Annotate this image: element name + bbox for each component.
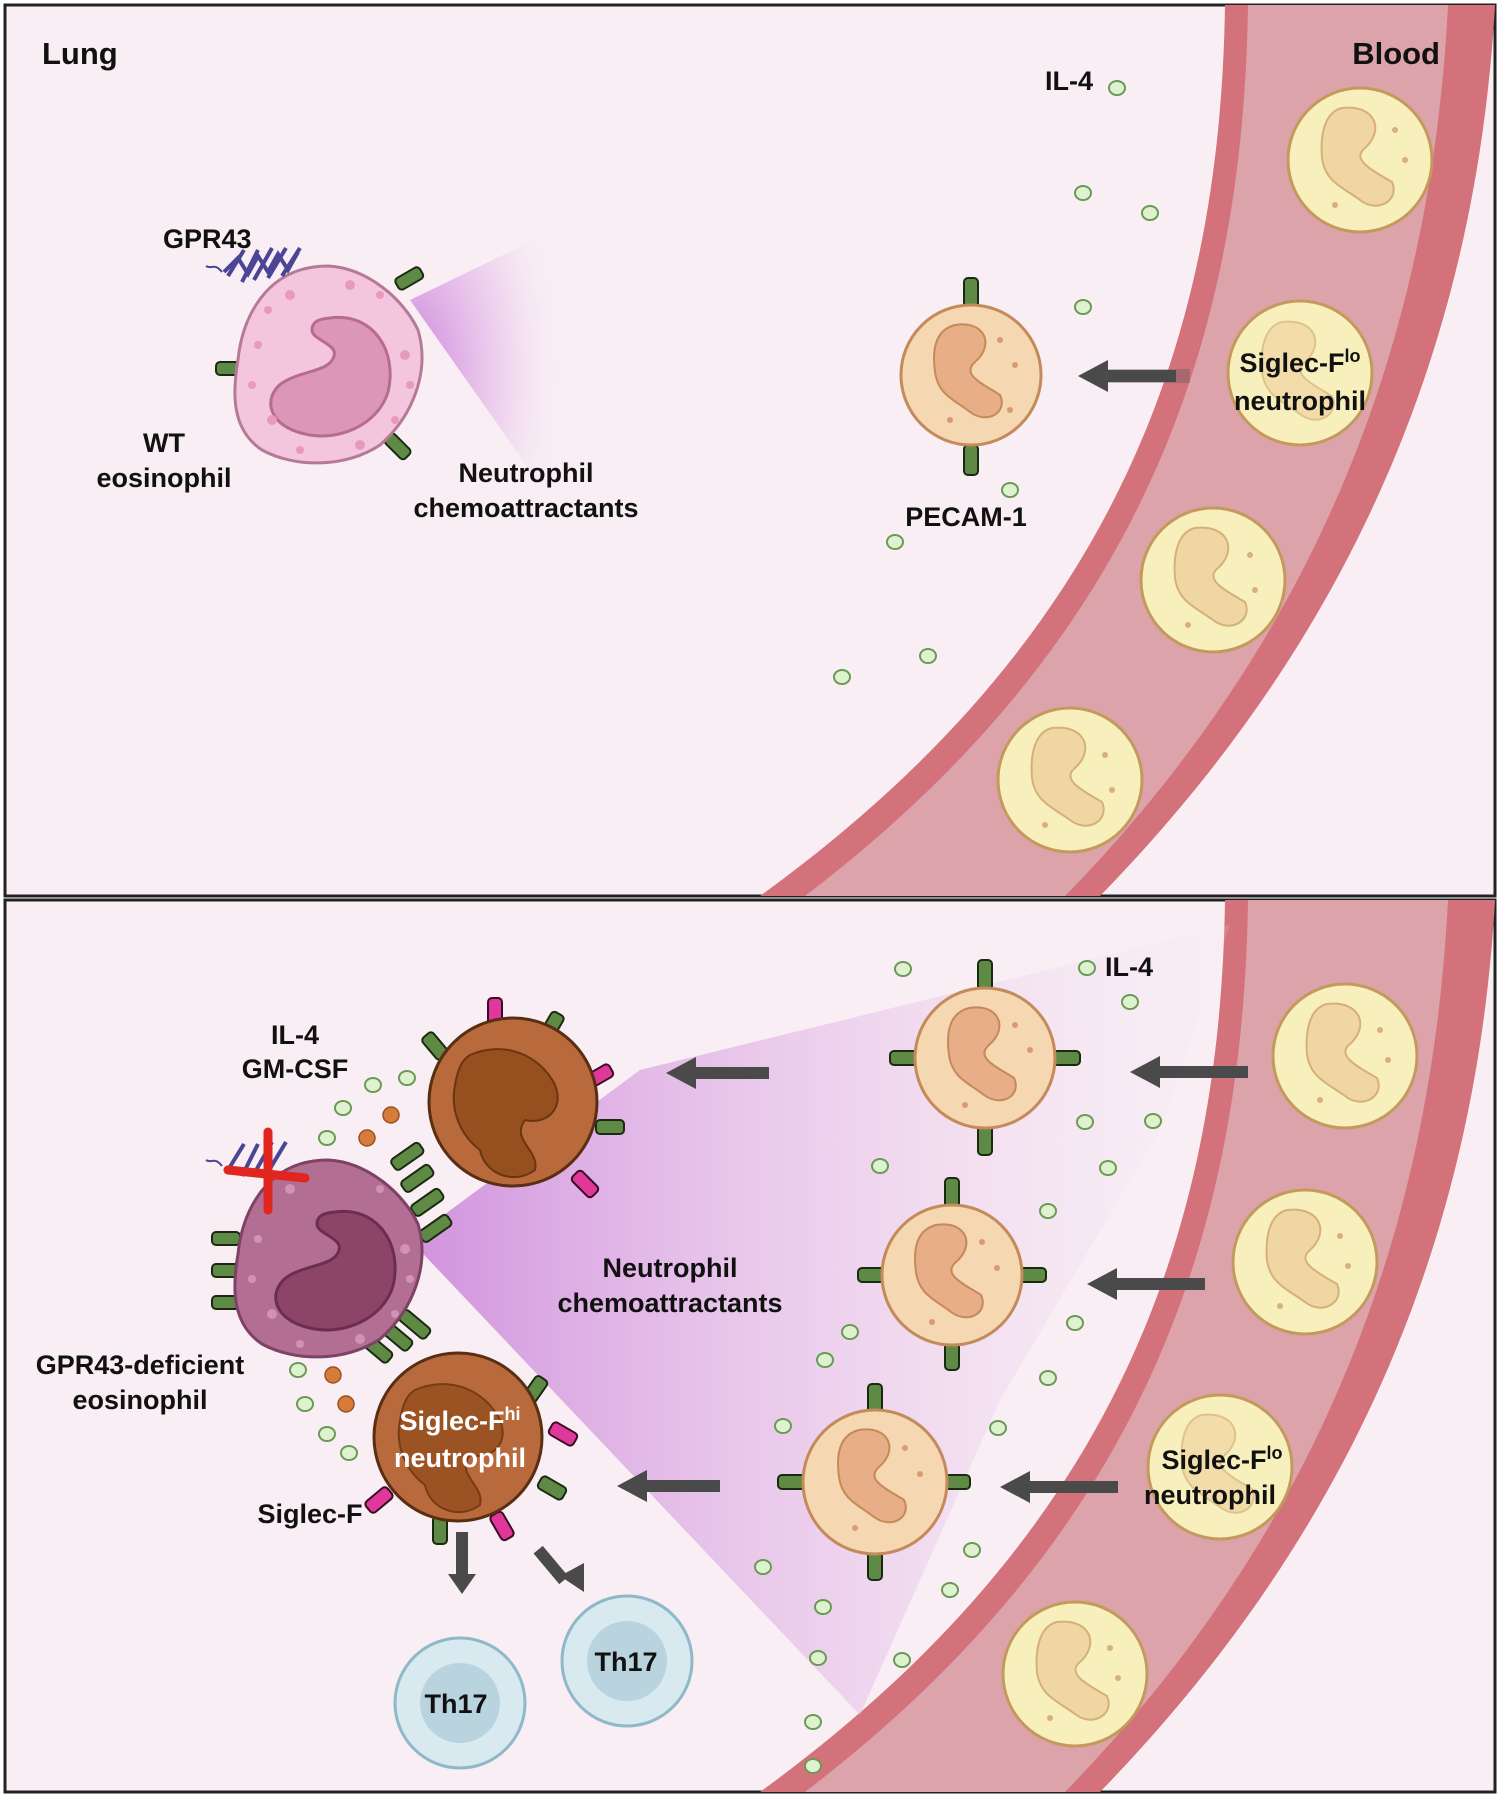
tissue-neutrophil: [889, 959, 1081, 1156]
gpr43-label: GPR43: [163, 224, 252, 254]
th17-cell: [560, 1594, 694, 1728]
activated-neutrophil: [421, 997, 625, 1199]
siglecf-lo-neutrophil-label-line2: neutrophil: [1144, 1480, 1276, 1510]
blood-neutrophil: [1271, 982, 1419, 1130]
siglecf-label: Siglec-F: [257, 1499, 362, 1529]
blood-region-label: Blood: [1352, 36, 1440, 71]
wt-eosinophil-label-line2: eosinophil: [97, 463, 232, 493]
blood-neutrophil: [1286, 86, 1434, 234]
gpr43-receptor: [205, 1140, 288, 1177]
il4-label: IL-4: [1045, 66, 1093, 96]
th17-label: Th17: [594, 1647, 657, 1677]
vessel-lumen: [805, 5, 1448, 896]
chemoattractant-gradient: [410, 225, 565, 520]
wt-eosinophil: [205, 246, 425, 465]
blood-neutrophil: [1231, 1188, 1379, 1336]
migration-arrow: [1078, 360, 1190, 392]
top-panel: Lung Blood IL-4 GPR43 WT eosinophil Neut…: [3, 3, 1497, 898]
siglecf-hi-neutrophil-label-line2: neutrophil: [394, 1443, 526, 1473]
chemoattractants-label-line1: Neutrophil: [459, 458, 594, 488]
pecam1-label: PECAM-1: [905, 502, 1027, 532]
vessel-lumen: [805, 900, 1448, 1792]
cytokines-label-line1: IL-4: [271, 1020, 319, 1050]
gmcsf-particles: [324, 1106, 400, 1413]
chemoattractants-label-line2: chemoattractants: [557, 1288, 782, 1318]
il4-particles: [289, 960, 1162, 1774]
il4-label: IL-4: [1105, 952, 1153, 982]
migration-arrow: [666, 1057, 769, 1089]
chemoattractants-label-line1: Neutrophil: [603, 1253, 738, 1283]
blood-neutrophil-labeled: [1226, 299, 1374, 447]
siglecf-lo-neutrophil-label-line1: Siglec-Flo: [1239, 346, 1360, 378]
blood-neutrophil-labeled: [1146, 1393, 1294, 1541]
migration-arrow: [1130, 1056, 1248, 1088]
blood-neutrophil: [1001, 1600, 1149, 1748]
th17-cell: [393, 1636, 527, 1770]
cytokines-label-line2: GM-CSF: [242, 1054, 348, 1084]
deficient-eosinophil-label-line1: GPR43-deficient: [36, 1350, 245, 1380]
chemoattractants-label-line2: chemoattractants: [413, 493, 638, 523]
siglecf-lo-neutrophil-label-line2: neutrophil: [1234, 386, 1366, 416]
migration-arrow: [617, 1470, 720, 1502]
blood-neutrophil: [996, 706, 1144, 854]
blood-neutrophil: [1139, 506, 1287, 654]
tissue-neutrophil: [857, 1177, 1047, 1371]
siglecf-hi-neutrophil-label-line1: Siglec-Fhi: [399, 1404, 520, 1436]
migration-arrow: [1087, 1268, 1205, 1300]
tissue-neutrophil: [777, 1383, 971, 1581]
wt-eosinophil-label-line1: WT: [143, 428, 185, 458]
gpr43-deficient-eosinophil: [205, 1127, 453, 1364]
th17-label: Th17: [424, 1689, 487, 1719]
deficient-eosinophil-label-line2: eosinophil: [73, 1385, 208, 1415]
cross-mark-icon: [223, 1127, 310, 1215]
siglecf-hi-neutrophil: [364, 1351, 579, 1545]
gpr43-receptor: [205, 246, 302, 283]
migration-arrow: [1000, 1471, 1118, 1503]
lung-region-label: Lung: [42, 36, 118, 71]
migration-arrow: [533, 1545, 584, 1592]
tissue-neutrophil: [899, 277, 1043, 476]
il4-particles: [833, 80, 1159, 685]
bottom-panel: IL-4 IL-4 GM-CSF GPR43-deficient eosinop…: [3, 898, 1497, 1794]
siglecf-lo-neutrophil-label-line1: Siglec-Flo: [1161, 1443, 1282, 1475]
migration-arrow: [448, 1532, 476, 1594]
